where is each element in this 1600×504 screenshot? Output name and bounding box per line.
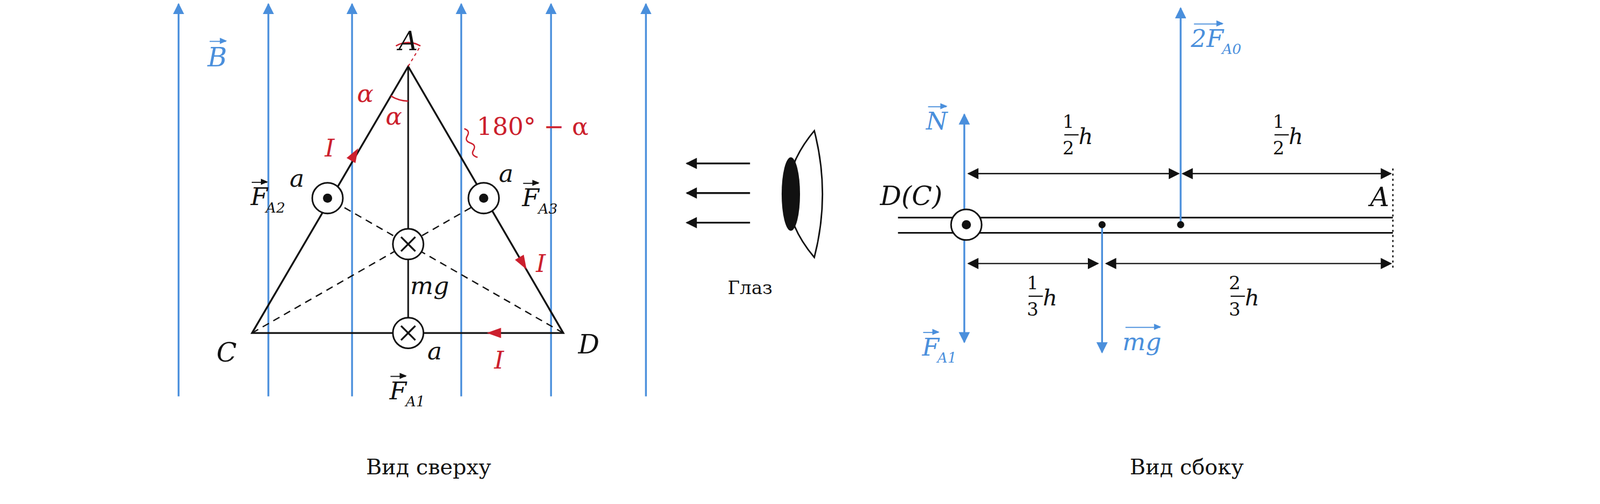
label: 180° − α [477,114,589,139]
label: D [577,330,599,357]
label: D(C) [880,182,943,210]
label: A0 [1222,42,1242,57]
point [1098,221,1106,229]
dot-symbol [961,219,971,230]
eye-pupil [781,157,800,231]
label: I [324,135,335,161]
label: I [535,251,546,276]
label: I [494,347,505,372]
label: A1 [405,394,425,409]
label: A2 [265,200,286,215]
label: F [522,185,540,211]
label: 1 [1026,273,1039,292]
label: α [385,104,403,129]
label: B [207,43,227,71]
fraction-bar [1274,134,1289,136]
field-line [645,4,647,397]
field-line [177,4,180,397]
label: mg [1122,329,1162,354]
dot-symbol [479,193,489,203]
label: Глаз [727,278,773,298]
field-line [460,4,462,397]
label: F [389,378,407,403]
label: 3 [1026,300,1039,319]
field-line [350,4,353,397]
force-N [963,114,965,223]
label: A [398,27,418,54]
dimension [968,262,1098,264]
label: 1 [1062,112,1075,131]
dimension [1182,173,1391,175]
cross-symbol [401,325,416,341]
fraction-bar [1028,295,1044,297]
conductor-section [392,228,424,260]
conductor-section [468,182,500,214]
label: 3 [1229,300,1241,319]
label: a [427,338,443,363]
current-arrowhead [346,145,363,163]
label: a [498,161,514,186]
force-FA1 [963,226,965,342]
brace [464,128,478,158]
dimension [1106,262,1391,264]
cross-symbol [401,236,416,252]
label: α [356,81,374,106]
field-line [549,4,552,397]
label: F [922,334,940,360]
label: A [1369,183,1390,211]
sight-arrow [686,191,750,194]
label: mg [410,273,450,298]
label: a [289,166,305,191]
sight-arrow [686,162,750,164]
cross-symbol [401,325,416,341]
current-arrowhead [486,327,502,339]
label: C [216,338,237,365]
label: A1 [937,349,957,365]
median-dashed [329,198,563,333]
conductor-section [312,182,343,214]
median [407,66,410,333]
dimension [968,173,1179,175]
conductor-section [950,209,982,240]
label: h [1078,125,1094,149]
label: Вид сверху [366,456,492,479]
fraction-bar [1064,134,1079,136]
sight-arrow [686,221,750,224]
cross-symbol [401,236,416,252]
label: 1 [1272,112,1285,131]
label: h [1288,125,1304,149]
current-arrowhead [514,254,531,272]
force-2FA0 [1179,8,1182,225]
label: h [1244,286,1260,310]
label: 2 [1229,273,1241,292]
label: F [250,184,268,210]
conductor-section [392,317,424,349]
label: 2 [1272,138,1285,157]
label: N [926,109,948,134]
label: Вид сбоку [1129,456,1244,479]
label: 2F [1190,26,1224,51]
label: A3 [538,201,558,216]
dot-symbol [322,193,333,203]
median-dashed [252,198,486,333]
label: 2 [1062,138,1075,157]
end-dotted [1392,168,1394,268]
point [1176,221,1184,229]
label: h [1042,286,1058,310]
angle-arc [390,95,409,101]
wire-frame [252,66,564,333]
force-mg [1101,224,1103,353]
fraction-bar [1230,295,1246,297]
